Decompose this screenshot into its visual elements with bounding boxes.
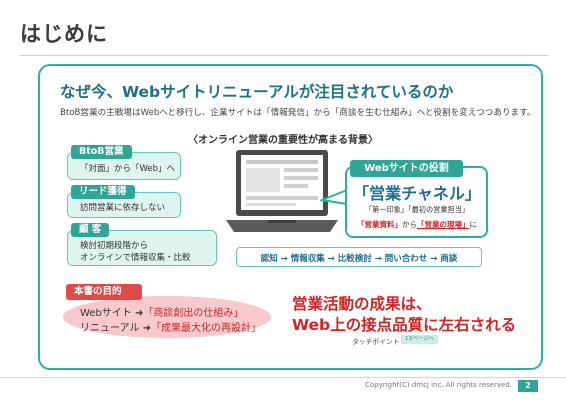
laptop-icon: [226, 150, 338, 232]
result-line-2: Web上の接点品質に左右される: [292, 316, 517, 334]
category-text-customer-1: 検討初期段階から: [80, 241, 149, 251]
book-goal-ellipse: [63, 296, 271, 338]
footer-divider: [0, 377, 566, 378]
to-text: に: [469, 220, 478, 229]
category-text-lead: 訪問営業に依存しない: [80, 203, 166, 213]
book-goal-line-2-highlight: 「成果最大化の再設計」: [151, 323, 262, 334]
copyright-text: Copyright(C) dmcj inc. All rights reserv…: [365, 381, 512, 389]
background-title: 〈オンライン営業の重要性が高まる背景〉: [188, 135, 378, 146]
book-goal-line-1: Webサイト ➜「商談創出の仕組み」: [80, 304, 243, 319]
website-role-box: [345, 166, 488, 238]
title-divider: [20, 55, 548, 56]
sales-flow-box: 認知 → 情報収集 → 比較検討 → 問い合わせ → 商談: [236, 247, 482, 267]
book-goal-line-1-highlight: 「商談創出の仕組み」: [143, 308, 244, 319]
lead-text: BtoB営業の主戦場はWebへと移行し、企業サイトは「情報発信」から「商談を生む…: [60, 108, 536, 118]
sales-material-text: 「営業資料」: [357, 220, 402, 229]
book-goal-line-1-prefix: Webサイト ➜: [80, 308, 144, 319]
book-goal-line-2-prefix: リニューアル ➜: [80, 323, 152, 334]
result-line-1: 営業活動の成果は、: [292, 295, 432, 313]
touchpoint-label: タッチポイント: [352, 338, 400, 346]
category-text-btob: 「対面」から「Web」へ: [80, 164, 176, 174]
sales-flow-text: 認知 → 情報収集 → 比較検討 → 問い合わせ → 商談: [260, 254, 458, 264]
book-goal-line-2: リニューアル ➜「成果最大化の再設計」: [80, 319, 261, 334]
category-label-btob: BtoB営業: [71, 145, 132, 159]
book-goal-label: 本書の目的: [66, 284, 142, 300]
website-role-label: Webサイトの役割: [350, 160, 463, 177]
sales-channel-headline: 「営業チャネル」: [353, 184, 481, 203]
headline: なぜ今、Webサイトリニューアルが注目されているのか: [60, 83, 454, 101]
website-role-sub1: 「第一印象」「最初の営業担当」: [364, 205, 470, 214]
category-label-lead: リード獲得: [71, 185, 135, 199]
speech-pointer: [320, 189, 348, 205]
page-number: 2: [518, 380, 538, 392]
sales-field-text: 「営業の現場」: [417, 220, 470, 229]
website-role-sub2: 「営業資料」から「営業の現場」に: [350, 219, 484, 230]
from-text: から: [402, 220, 417, 229]
category-label-customer: 顧 客: [71, 223, 110, 237]
page-title: はじめに: [20, 22, 108, 46]
category-text-customer-2: オンラインで情報収集・比較: [80, 253, 191, 263]
page-ref-link[interactable]: 13ページへ: [401, 335, 439, 344]
